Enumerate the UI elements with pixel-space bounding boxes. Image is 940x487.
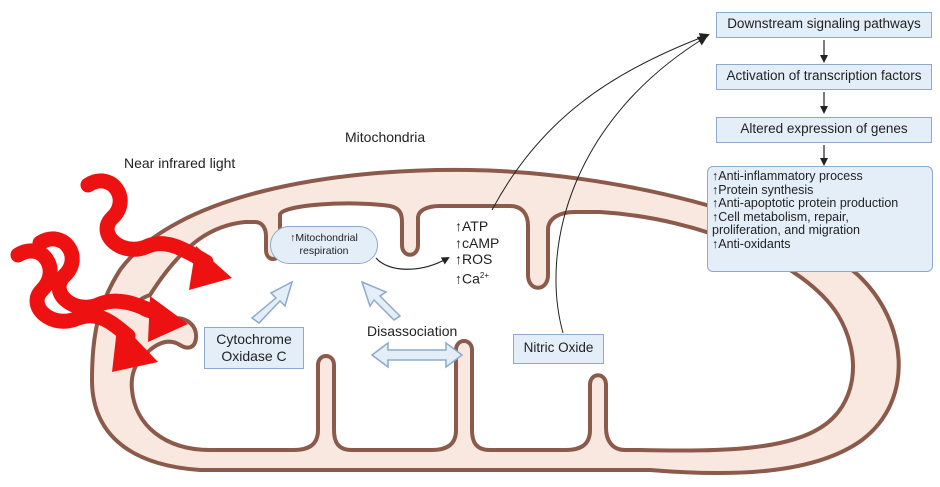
mitochondrial-respiration-box: ↑Mitochondrial respiration <box>270 226 378 264</box>
calcium-superscript: 2+ <box>480 271 489 280</box>
cytochrome-line-2: Oxidase C <box>205 348 303 365</box>
outcomes-box: ↑Anti-inflammatory process ↑Protein synt… <box>707 166 933 272</box>
calcium-label: ↑Ca2+ <box>455 268 499 287</box>
near-infrared-label: Near infrared light <box>124 155 235 171</box>
atp-label: ↑ATP <box>455 218 499 235</box>
camp-label: ↑cAMP <box>455 235 499 252</box>
calcium-text: ↑Ca <box>455 270 480 286</box>
downstream-signaling-box: Downstream signaling pathways <box>716 12 932 38</box>
outcome-item: proliferation, and migration <box>712 224 928 238</box>
disassociation-label: Disassociation <box>367 323 457 339</box>
respiration-line-2: respiration <box>271 245 377 258</box>
gene-expression-box: Altered expression of genes <box>716 117 932 143</box>
outcome-item: ↑Anti-inflammatory process <box>712 170 928 184</box>
outcome-item: ↑Cell metabolism, repair, <box>712 211 928 225</box>
outcome-item: ↑Anti-oxidants <box>712 238 928 252</box>
outcome-item: ↑Anti-apoptotic protein production <box>712 197 928 211</box>
cytochrome-oxidase-box: Cytochrome Oxidase C <box>204 327 304 369</box>
transcription-factors-box: Activation of transcription factors <box>716 64 932 90</box>
respiration-line-1: ↑Mitochondrial <box>271 232 377 245</box>
products-list: ↑ATP ↑cAMP ↑ROS ↑Ca2+ <box>455 218 499 287</box>
cytochrome-line-1: Cytochrome <box>205 331 303 348</box>
nitric-oxide-box: Nitric Oxide <box>513 334 604 364</box>
ros-label: ↑ROS <box>455 251 499 268</box>
outcome-item: ↑Protein synthesis <box>712 184 928 198</box>
mitochondria-label: Mitochondria <box>345 129 425 145</box>
